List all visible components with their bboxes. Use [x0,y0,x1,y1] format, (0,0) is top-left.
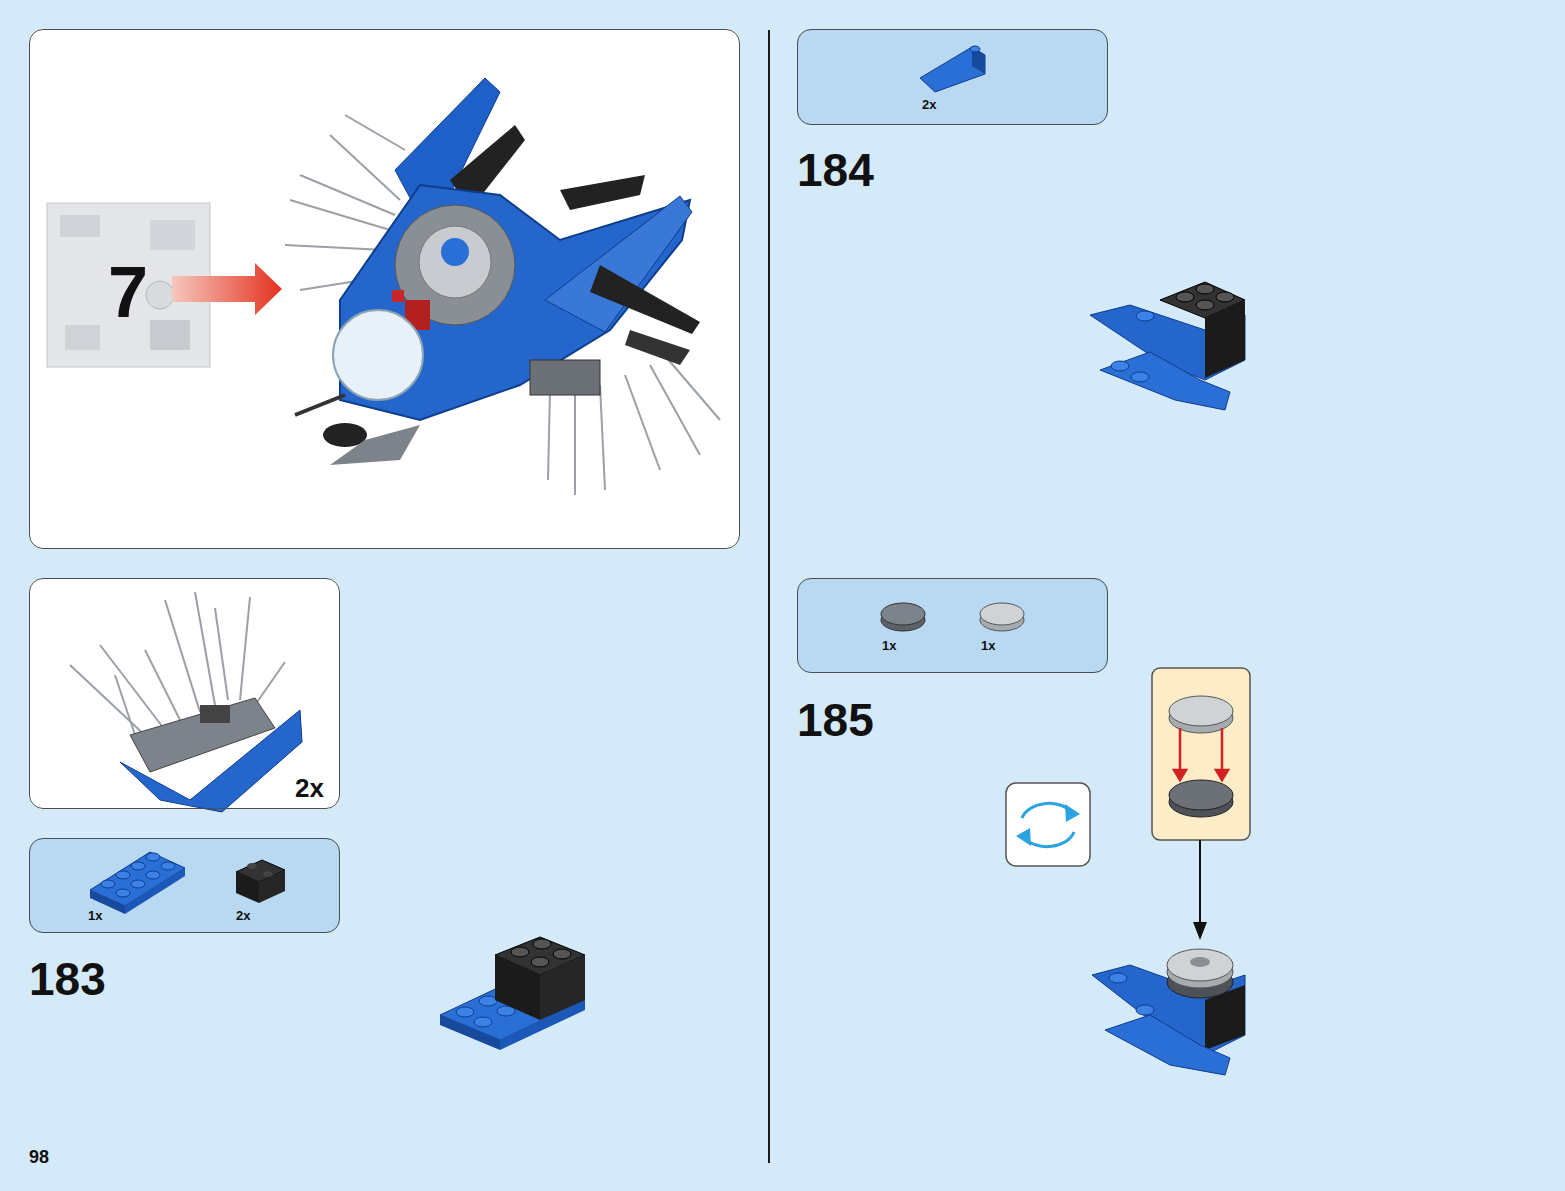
step-number: 184 [797,147,874,193]
page-number: 98 [29,1148,49,1166]
parts-box: 1x 2x [29,838,340,933]
step-number: 185 [797,697,874,743]
quantity-label: 1x [88,909,102,922]
parts-box: 1x 1x [797,578,1108,673]
quantity-label: 2x [236,909,250,922]
parts-box: 2x [797,29,1108,125]
bag-number: 7 [108,256,148,328]
quantity-label: 1x [882,639,896,652]
quantity-label: 2x [922,98,936,111]
submodel-panel: 2x [29,578,340,809]
step-number: 183 [29,956,106,1002]
overview-panel: 7 [29,29,740,549]
quantity-label: 2x [295,775,324,801]
quantity-label: 1x [981,639,995,652]
